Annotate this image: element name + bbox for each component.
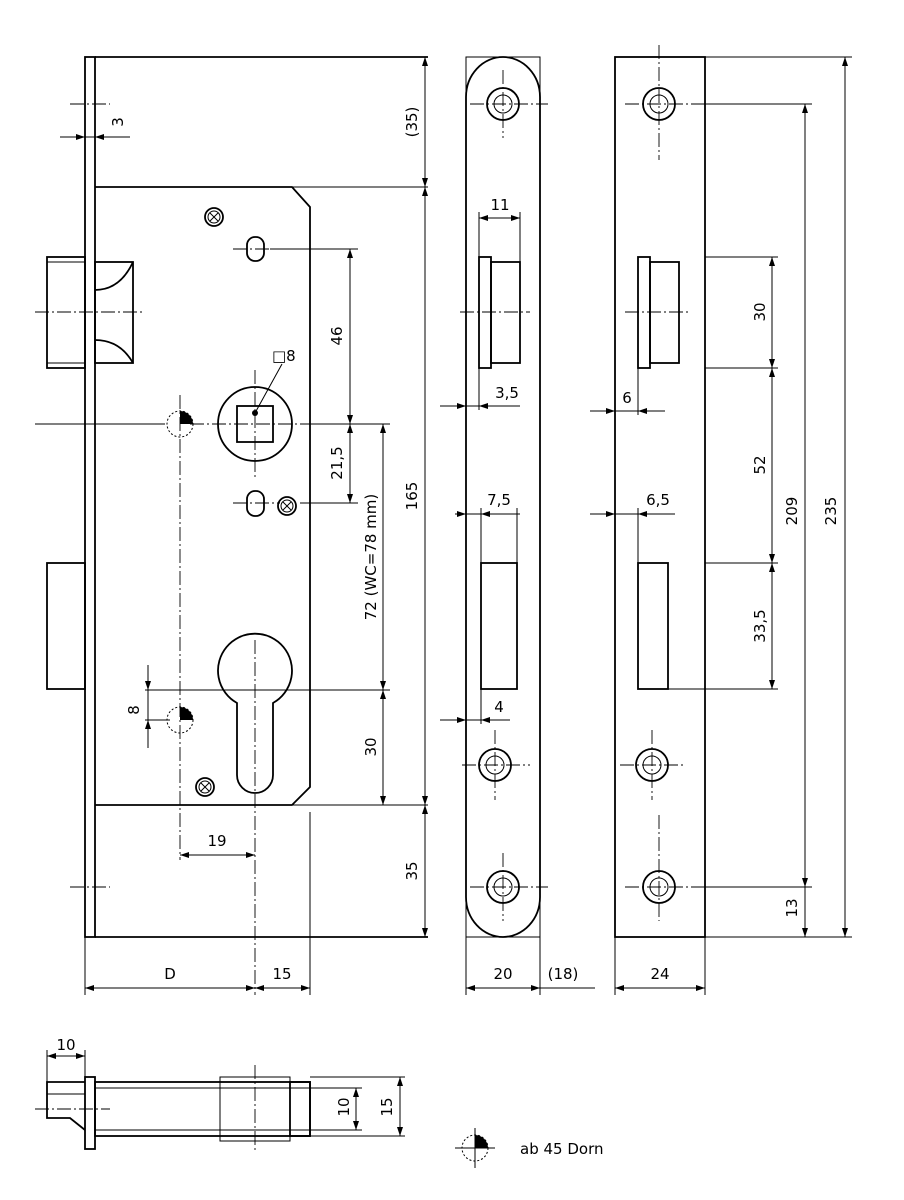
dim-bolt-proj: 4 [494,698,504,716]
dorn-top [166,410,194,438]
dim-striker-latch-h: 30 [751,302,769,321]
dim-bottom-offset: 35 [403,861,421,880]
dim-cyl-below: 30 [362,737,380,756]
dim-striker-bolt-proj: 6,5 [646,491,670,509]
striker-view: 30 6 52 33,5 6,5 209 13 [590,45,852,995]
dim-striker-bolt-h: 33,5 [751,609,769,642]
dim-backset: D [164,965,176,983]
dim-striker-gap: 52 [751,455,769,474]
dim-striker-hole-dist: 209 [783,497,801,526]
dim-dorn-offset: 8 [125,705,143,715]
dim-cyl-width: 19 [207,832,226,850]
dim-striker-total: 235 [822,497,840,526]
dim-latch-proj: 3,5 [495,384,519,402]
faceplate-view: 11 3,5 7,5 4 20 (18) [440,56,595,995]
dim-striker-width: 24 [650,965,669,983]
dim-square: □8 [272,347,296,365]
dim-striker-bottom: 13 [783,898,801,917]
dim-backset-top: (35) [403,107,421,138]
lock-bottom-view: 10 10 15 [35,1036,405,1150]
dim-bolt-width: 7,5 [487,491,511,509]
legend: ab 45 Dorn [455,1128,603,1168]
dim-bottom-latch: 10 [56,1036,75,1054]
screw-middle [277,496,297,516]
dim-faceplate-opt: (18) [548,965,579,983]
screw-bottom [195,777,215,797]
dim-faceplate-width: 20 [493,965,512,983]
legend-text: ab 45 Dorn [520,1140,603,1158]
dim-bottom-h2: 15 [378,1097,396,1116]
dim-case-height: 165 [403,482,421,511]
dim-striker-latch-proj: 6 [622,389,632,407]
dim-centre-spacing: 72 (WC=78 mm) [362,494,380,621]
dim-follower-spacing: 46 [328,326,346,345]
dim-bottom-h1: 10 [335,1097,353,1116]
dim-follower-centre: 21,5 [328,446,346,479]
dim-t: 3 [109,117,127,127]
dim-faceplate-offset: 15 [272,965,291,983]
screw-top [204,207,224,227]
lock-front-view: 3 46 □8 21,5 72 (WC=78 mm) 30 (35) 165 [35,56,428,995]
dim-latch-width: 11 [490,196,509,214]
